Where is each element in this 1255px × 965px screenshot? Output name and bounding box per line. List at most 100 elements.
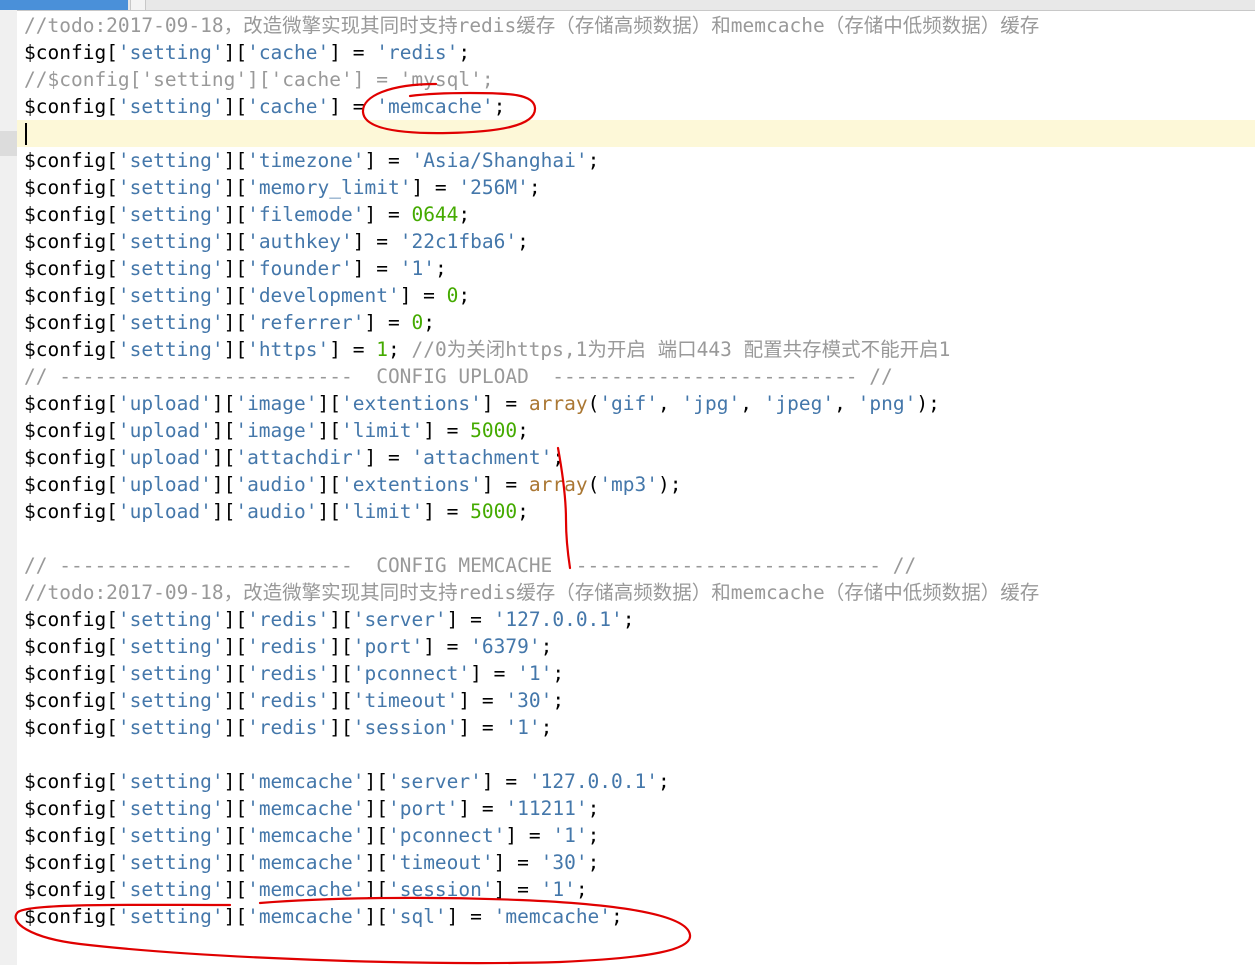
string-token: 'timeout' (352, 689, 459, 712)
code-line[interactable]: $config['setting']['redis']['session'] =… (24, 714, 1039, 741)
code-token: , (834, 392, 858, 415)
code-token: ][ (364, 905, 388, 928)
code-line[interactable]: //todo:2017-09-18，改造微擎实现其同时支持redis缓存（存储高… (24, 12, 1039, 39)
string-token: 'authkey' (247, 230, 353, 253)
code-line[interactable]: $config['setting']['memcache']['server']… (24, 768, 1039, 795)
code-line[interactable]: $config['setting']['referrer'] = 0; (24, 309, 1039, 336)
string-token: 'jpg' (681, 392, 741, 415)
code-token: $config[ (24, 230, 118, 253)
code-token: ; (587, 824, 600, 847)
code-token: ][ (223, 149, 248, 172)
string-token: 'setting' (117, 851, 224, 874)
code-line[interactable]: $config['setting']['timezone'] = 'Asia/S… (24, 147, 1039, 174)
code-line[interactable]: $config['setting']['authkey'] = '22c1fba… (24, 228, 1039, 255)
code-line[interactable]: $config['setting']['memcache']['pconnect… (24, 822, 1039, 849)
code-token: ] = (329, 41, 377, 64)
string-token: 'attachdir' (235, 446, 365, 469)
code-line[interactable]: //$config['setting']['cache'] = 'mysql'; (24, 66, 1039, 93)
code-line[interactable]: $config['upload']['audio']['extentions']… (24, 471, 1039, 498)
code-text-area[interactable]: //todo:2017-09-18，改造微擎实现其同时支持redis缓存（存储高… (24, 12, 1039, 930)
code-token: $config[ (24, 446, 118, 469)
code-token: ] = (364, 446, 412, 469)
string-token: 'redis' (247, 635, 330, 658)
code-token: $config[ (24, 203, 118, 226)
code-token: ][ (211, 392, 236, 415)
comment-token: // ------------------------- CONFIG UPLO… (24, 365, 893, 388)
string-token: 'upload' (117, 500, 212, 523)
code-token: $config[ (24, 149, 118, 172)
string-token: 'upload' (117, 473, 212, 496)
string-token: 'extentions' (341, 473, 482, 496)
string-token: 'setting' (117, 662, 224, 685)
code-line[interactable]: ​ (24, 120, 1039, 147)
code-line[interactable]: $config['upload']['image']['limit'] = 50… (24, 417, 1039, 444)
code-token: ; (423, 311, 435, 334)
code-line[interactable]: $config['setting']['development'] = 0; (24, 282, 1039, 309)
code-line[interactable]: // ------------------------- CONFIG UPLO… (24, 363, 1039, 390)
code-token: ] = (458, 716, 506, 739)
code-line[interactable]: $config['setting']['memcache']['port'] =… (24, 795, 1039, 822)
code-token: ][ (317, 419, 341, 442)
editor-tab-strip (0, 0, 1255, 11)
code-line[interactable]: $config['setting']['redis']['server'] = … (24, 606, 1039, 633)
code-line[interactable]: $config['setting']['cache'] = 'redis'; (24, 39, 1039, 66)
code-line[interactable]: $config['setting']['cache'] = 'memcache'… (24, 93, 1039, 120)
code-line[interactable]: $config['setting']['filemode'] = 0644; (24, 201, 1039, 228)
code-line[interactable]: $config['setting']['redis']['timeout'] =… (24, 687, 1039, 714)
code-token: ][ (329, 689, 353, 712)
string-token: '127.0.0.1' (528, 770, 658, 793)
code-line[interactable]: $config['setting']['founder'] = '1'; (24, 255, 1039, 282)
code-line[interactable]: $config['upload']['image']['extentions']… (24, 390, 1039, 417)
code-token: $config[ (24, 608, 118, 631)
code-line[interactable]: $config['setting']['redis']['pconnect'] … (24, 660, 1039, 687)
code-line[interactable]: $config['setting']['memcache']['session'… (24, 876, 1039, 903)
string-token: 'memcache' (247, 824, 365, 847)
code-line[interactable]: ​ (24, 525, 1039, 552)
code-token: ][ (223, 338, 248, 361)
string-token: 'setting' (117, 257, 224, 280)
code-token: ][ (223, 824, 248, 847)
code-token: ; (587, 851, 600, 874)
code-token: ; (575, 878, 588, 901)
code-line[interactable]: $config['upload']['audio']['limit'] = 50… (24, 498, 1039, 525)
comment-token: //todo:2017-09-18，改造微擎实现其同时支持redis缓存（存储高… (24, 14, 1040, 37)
code-token: ] = (481, 770, 529, 793)
editor-tab-active[interactable] (0, 0, 128, 10)
string-token: 'filemode' (247, 203, 365, 226)
code-line[interactable]: ​ (24, 741, 1039, 768)
code-token: $config[ (24, 257, 118, 280)
string-token: 'setting' (117, 95, 224, 118)
code-line[interactable]: $config['setting']['memcache']['timeout'… (24, 849, 1039, 876)
code-token: ; (552, 662, 565, 685)
code-token: ] = (329, 338, 377, 361)
code-line[interactable]: $config['setting']['memcache']['sql'] = … (24, 903, 1039, 930)
editor-tab-inactive[interactable] (130, 0, 146, 10)
code-token: $config[ (24, 824, 118, 847)
code-line[interactable]: $config['upload']['attachdir'] = 'attach… (24, 444, 1039, 471)
string-token: '6379' (470, 635, 541, 658)
string-token: 'mp3' (599, 473, 659, 496)
line-gutter (0, 10, 17, 965)
code-line[interactable]: // ------------------------- CONFIG MEMC… (24, 552, 1039, 579)
code-line[interactable]: $config['setting']['memory_limit'] = '25… (24, 174, 1039, 201)
string-token: 'memcache' (247, 905, 365, 928)
comment-token: //$config['setting']['cache'] = 'mysql'; (24, 68, 494, 91)
code-token: $config[ (24, 662, 118, 685)
code-token: ] = (423, 635, 471, 658)
code-token: ] = (446, 608, 494, 631)
code-token: $config[ (24, 500, 118, 523)
function-token: array (528, 392, 588, 415)
code-token: ][ (223, 41, 248, 64)
string-token: 'setting' (117, 635, 224, 658)
code-line[interactable]: $config['setting']['redis']['port'] = '6… (24, 633, 1039, 660)
code-line[interactable]: //todo:2017-09-18，改造微擎实现其同时支持redis缓存（存储高… (24, 579, 1039, 606)
code-token: ][ (211, 473, 236, 496)
code-token: $config[ (24, 905, 118, 928)
code-token: ][ (364, 851, 388, 874)
code-token: ][ (211, 500, 236, 523)
code-token: ][ (317, 473, 341, 496)
comment-token: // ------------------------- CONFIG MEMC… (24, 554, 917, 577)
code-token: ] = (446, 905, 494, 928)
code-line[interactable]: $config['setting']['https'] = 1; //0为关闭h… (24, 336, 1039, 363)
